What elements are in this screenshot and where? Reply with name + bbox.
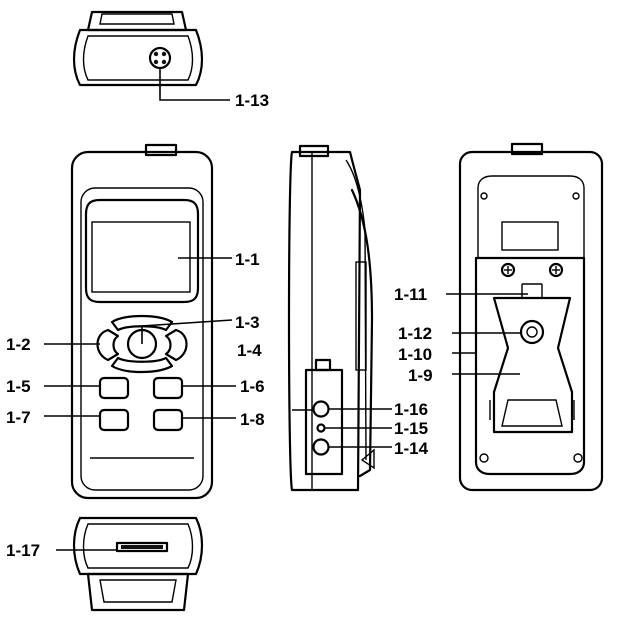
callout-1-7: 1-7 <box>6 408 31 427</box>
callout-1-15: 1-15 <box>394 419 428 438</box>
callout-1-13: 1-13 <box>235 91 269 110</box>
bottom-view <box>56 516 204 612</box>
side-view <box>287 144 392 492</box>
callout-1-14: 1-14 <box>394 439 429 458</box>
callout-1-3: 1-3 <box>235 313 260 332</box>
callout-1-4: 1-4 <box>237 341 262 360</box>
back-view <box>446 142 604 492</box>
callout-labels: 1-13 1-1 1-3 1-4 1-2 1-5 1-6 1-7 1-8 1-1… <box>6 91 433 560</box>
callout-1-1: 1-1 <box>235 250 260 269</box>
sensor-socket-icon <box>148 46 172 70</box>
lcd-display <box>84 198 200 304</box>
front-view <box>44 143 236 500</box>
top-view <box>72 10 230 101</box>
callout-1-16: 1-16 <box>394 400 428 419</box>
key-1-8 <box>152 408 184 432</box>
key-1-7 <box>98 408 130 432</box>
callout-1-10: 1-10 <box>398 345 432 364</box>
callout-1-8: 1-8 <box>240 410 265 429</box>
key-1-6 <box>152 376 184 400</box>
callout-1-9: 1-9 <box>408 366 433 385</box>
callout-1-5: 1-5 <box>6 377 31 396</box>
callout-1-6: 1-6 <box>240 377 265 396</box>
callout-1-11: 1-11 <box>394 285 427 304</box>
callout-1-12: 1-12 <box>398 324 432 343</box>
callout-1-2: 1-2 <box>6 335 31 354</box>
sd-card-slot <box>115 541 169 553</box>
key-1-5 <box>98 376 130 400</box>
callout-1-17: 1-17 <box>6 541 40 560</box>
